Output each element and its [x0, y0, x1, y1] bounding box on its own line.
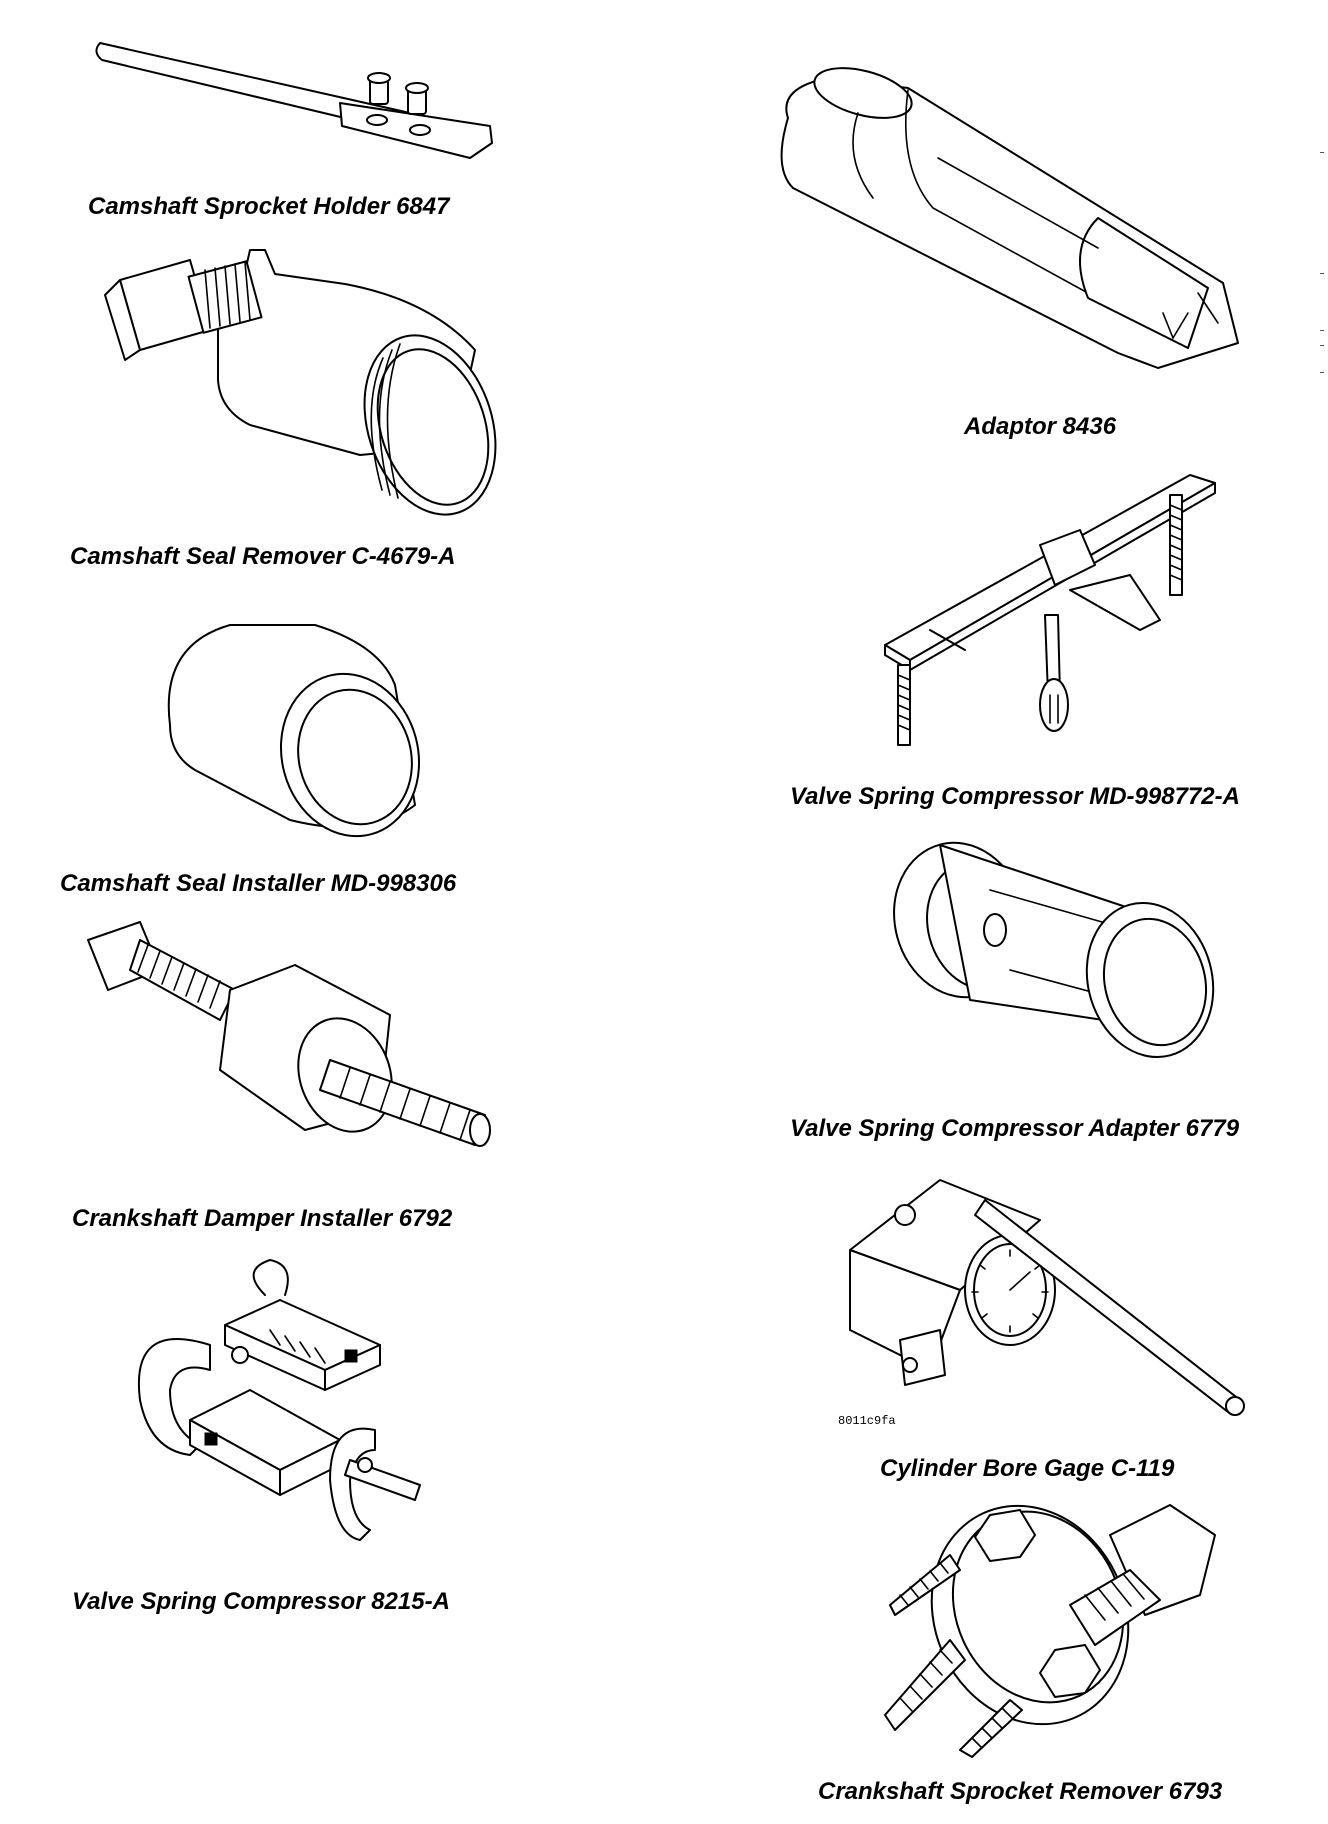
- caption-crankshaft-damper-installer: Crankshaft Damper Installer 6792: [72, 1205, 453, 1232]
- caption-camshaft-seal-remover: Camshaft Seal Remover C-4679-A: [70, 543, 456, 570]
- valve-spring-compressor-adapter-6779-illustration: [880, 830, 1240, 1070]
- caption-valve-spring-compressor-md-998772: Valve Spring Compressor MD-998772-A: [790, 783, 1240, 810]
- crankshaft-sprocket-remover-illustration: [870, 1495, 1240, 1765]
- scan-mark: [1320, 273, 1324, 274]
- valve-spring-compressor-md-998772-illustration: [870, 455, 1230, 755]
- caption-crankshaft-sprocket-remover: Crankshaft Sprocket Remover 6793: [818, 1778, 1223, 1805]
- caption-valve-spring-compressor-8215: Valve Spring Compressor 8215-A: [72, 1588, 450, 1615]
- adaptor-8436-illustration: [768, 48, 1258, 378]
- camshaft-seal-remover-illustration: [100, 240, 500, 540]
- camshaft-sprocket-holder-illustration: [90, 8, 500, 168]
- caption-adaptor-8436: Adaptor 8436: [964, 413, 1117, 440]
- caption-camshaft-sprocket-holder: Camshaft Sprocket Holder 6847: [88, 193, 450, 220]
- valve-spring-compressor-8215-illustration: [120, 1250, 460, 1550]
- caption-cylinder-bore-gage: Cylinder Bore Gage C-119: [880, 1455, 1175, 1482]
- caption-camshaft-seal-installer: Camshaft Seal Installer MD-998306: [60, 870, 457, 897]
- cylinder-bore-gage-illustration: [840, 1160, 1260, 1420]
- scan-mark: [1320, 330, 1324, 331]
- scan-mark: [1320, 372, 1324, 373]
- crankshaft-damper-installer-illustration: [80, 910, 500, 1180]
- scan-mark: [1320, 345, 1324, 346]
- camshaft-seal-installer-illustration: [150, 605, 450, 845]
- scan-mark: [1320, 152, 1324, 153]
- caption-valve-spring-compressor-adapter-6779: Valve Spring Compressor Adapter 6779: [790, 1115, 1240, 1142]
- figure-code-label: 8011c9fa: [838, 1414, 896, 1428]
